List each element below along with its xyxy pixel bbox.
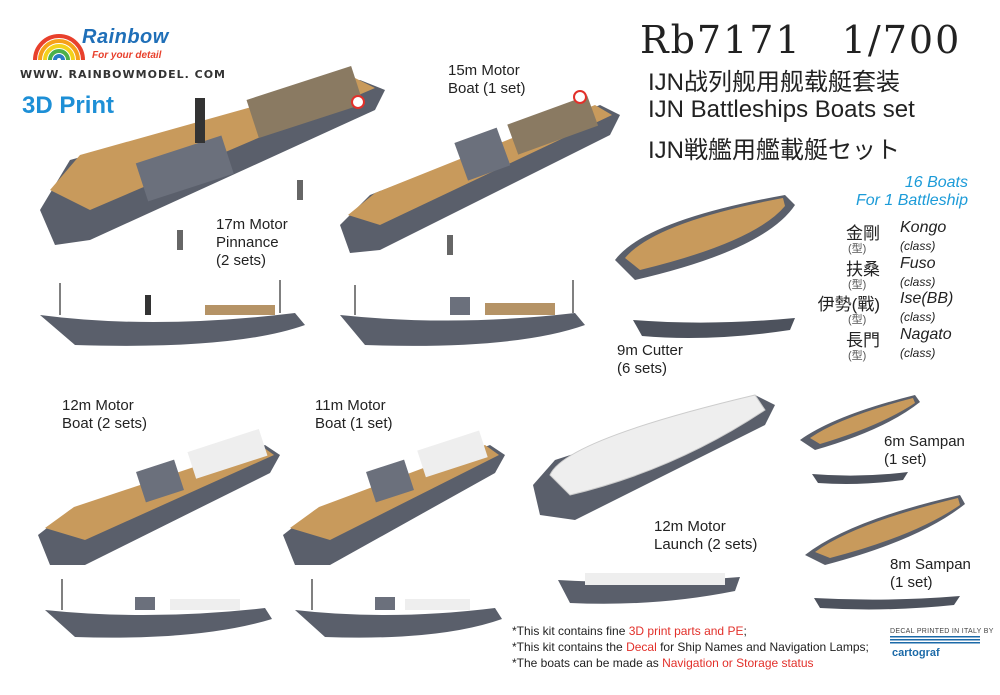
pinnance-17m-side <box>40 280 305 346</box>
label-motor-boat-15m: 15m Motor Boat (1 set) <box>448 62 526 97</box>
class-cjk-0: 金剛 <box>846 224 880 243</box>
class-sub-0: (型) <box>848 243 867 255</box>
label-sampan-6m: 6m Sampan (1 set) <box>884 433 965 468</box>
pinnance-17m-render <box>40 65 385 250</box>
note-3d-print: *This kit contains fine 3D print parts a… <box>512 624 747 638</box>
brand-name: Rainbow <box>82 26 169 48</box>
rainbow-logo-icon <box>33 34 85 61</box>
title-english: IJN Battleships Boats set <box>648 96 915 123</box>
class-en-3: Nagato <box>900 326 952 343</box>
sampan-8m-side <box>814 596 960 610</box>
class-sub-1: (型) <box>848 279 867 291</box>
title-japanese: IJN戦艦用艦載艇セット <box>648 137 900 164</box>
logo: Rainbow For your detail <box>14 20 204 120</box>
decal-printed-text: DECAL PRINTED IN ITALY BY <box>890 628 994 635</box>
note-decal: *This kit contains the Decal for Ship Na… <box>512 640 869 654</box>
title-chinese: IJN战列舰用舰载艇套装 <box>648 69 900 96</box>
launch-12m-render <box>533 394 775 520</box>
motor-boat-11m-side <box>295 579 502 638</box>
label-motor-boat-12m: 12m Motor Boat (2 sets) <box>62 397 148 432</box>
class-cjk-2: 伊勢(戰) <box>817 295 880 314</box>
sampan-6m-side <box>812 472 908 484</box>
class-en-sub-2: (class) <box>900 310 936 324</box>
class-en-sub-0: (class) <box>900 239 936 253</box>
cutter-9m-side <box>633 318 795 338</box>
label-motor-boat-11m: 11m Motor Boat (1 set) <box>315 397 393 432</box>
boat-count-per: For 1 Battleship <box>855 192 968 209</box>
launch-12m-side <box>558 573 740 604</box>
product-number: Rb7171 <box>640 18 802 62</box>
motor-boat-15m-render <box>340 90 620 255</box>
label-cutter-9m: 9m Cutter (6 sets) <box>617 342 683 377</box>
brand-tagline: For your detail <box>92 50 162 61</box>
label-sampan-8m: 8m Sampan (1 set) <box>890 556 971 591</box>
class-sub-3: (型) <box>848 350 867 362</box>
class-en-0: Kongo <box>900 219 947 236</box>
cartograf-stripes-icon <box>890 636 980 644</box>
motor-boat-15m-side <box>340 280 585 346</box>
cutter-9m-render <box>615 195 795 280</box>
motor-boat-12m-side <box>45 579 272 638</box>
class-en-2: Ise(BB) <box>900 290 954 307</box>
note-status: *The boats can be made as Navigation or … <box>512 656 814 670</box>
label-launch-12m: 12m Motor Launch (2 sets) <box>654 518 758 553</box>
label-pinnance-17m: 17m Motor Pinnance (2 sets) <box>216 216 288 269</box>
motor-boat-12m-render <box>38 428 280 565</box>
boat-count: 16 Boats <box>904 174 968 191</box>
class-cjk-1: 扶桑 <box>846 260 880 279</box>
class-sub-2: (型) <box>848 314 867 326</box>
product-code: Rb7171 1/700 <box>640 18 961 62</box>
product-scale: 1/700 <box>841 18 962 62</box>
website-url[interactable]: WWW. RAINBOWMODEL. COM <box>20 68 226 81</box>
class-en-1: Fuso <box>900 255 936 272</box>
class-en-sub-1: (class) <box>900 275 936 289</box>
sampan-8m-render <box>805 495 965 565</box>
motor-boat-11m-render <box>283 430 505 565</box>
sampan-6m-render <box>800 395 920 450</box>
class-en-sub-3: (class) <box>900 346 936 360</box>
class-cjk-3: 長門 <box>846 331 880 350</box>
cartograf-logo: cartograf <box>892 647 940 659</box>
print-badge: 3D Print <box>22 92 115 119</box>
